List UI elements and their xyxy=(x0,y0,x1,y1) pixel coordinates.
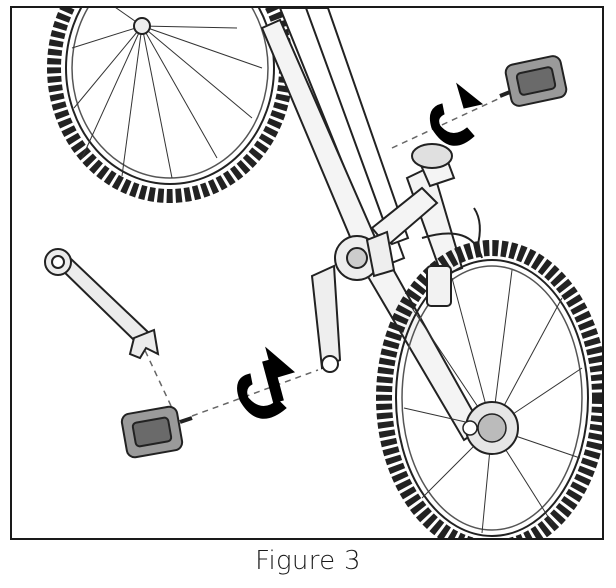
rear-wheel xyxy=(376,240,602,538)
crankset xyxy=(310,230,396,373)
figure-frame xyxy=(10,6,604,540)
left-pedal-icon xyxy=(120,405,193,459)
bicycle-pedal-installation-illustration xyxy=(44,8,602,538)
figure-caption: Figure 3 xyxy=(255,546,361,576)
rotation-arrow-icon xyxy=(237,346,296,419)
front-wheel xyxy=(47,8,293,203)
bike-frame xyxy=(260,18,484,442)
rear-brake xyxy=(421,207,483,307)
wrench-icon xyxy=(44,248,160,360)
rotation-arrow-icon xyxy=(429,82,484,146)
right-pedal-icon xyxy=(499,55,568,107)
